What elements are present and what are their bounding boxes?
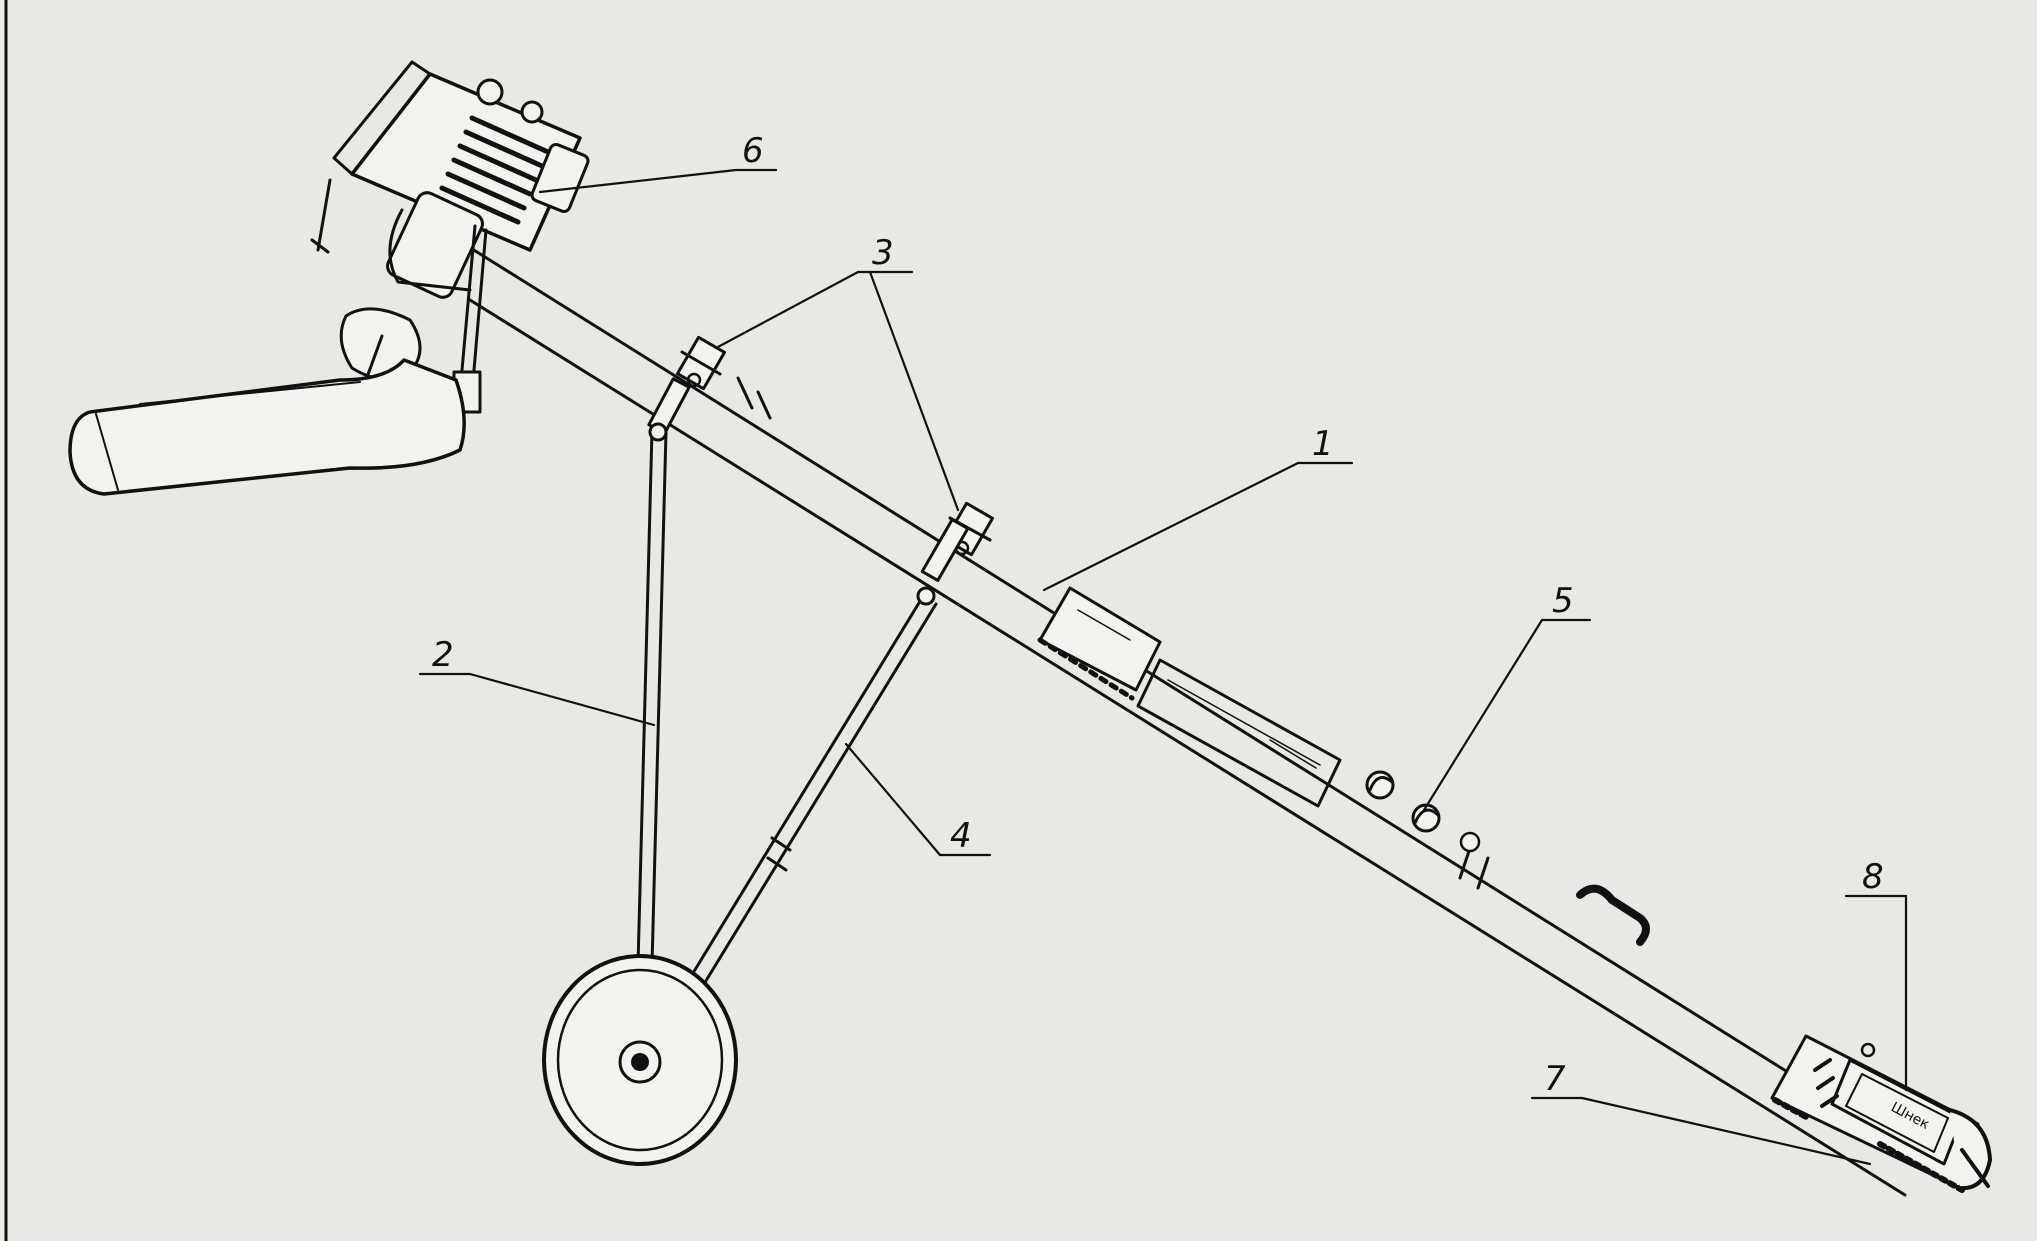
- transport-wheel: [542, 954, 738, 1166]
- tube-collar: [1458, 846, 1490, 890]
- motor-plate: [1830, 1058, 1964, 1166]
- callout-label-3: 3: [872, 233, 894, 273]
- intake-hopper: [68, 358, 466, 496]
- callout-label-4: 4: [950, 816, 972, 856]
- tube-clamp: [676, 335, 726, 391]
- carry-handle: [1576, 884, 1650, 946]
- callout-label-1: 1: [1312, 424, 1334, 464]
- callout-label-6: 6: [742, 131, 764, 171]
- tube-collar: [736, 376, 772, 420]
- support-strut: [636, 377, 691, 967]
- tube-coupling: [1037, 586, 1162, 701]
- callout-label-2: 2: [432, 635, 454, 675]
- callout-label-7: 7: [1544, 1059, 1566, 1099]
- inspection-window: [1136, 658, 1342, 808]
- callout-label-5: 5: [1552, 581, 1574, 621]
- hose-clips: [1365, 770, 1481, 853]
- engine-unit: [310, 60, 590, 414]
- drive-head: [1948, 1108, 1992, 1191]
- callout-label-8: 8: [1862, 857, 1884, 897]
- leader-lines: [418, 168, 1908, 1166]
- outlet-end: Шнек: [1770, 1034, 1992, 1193]
- telescopic-strut: [688, 518, 970, 986]
